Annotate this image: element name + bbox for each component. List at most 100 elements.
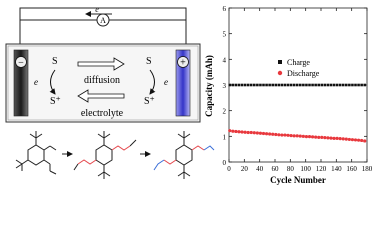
- charge-point: [243, 83, 247, 87]
- discharge-point: [332, 136, 336, 140]
- charge-point: [231, 83, 235, 87]
- charge-point: [348, 83, 351, 87]
- y-tick-label: 0: [223, 159, 227, 167]
- charge-point: [314, 83, 317, 87]
- discharge-point: [255, 131, 259, 135]
- discharge-point: [264, 132, 269, 136]
- discharge-point: [289, 133, 293, 138]
- charge-point: [289, 83, 293, 87]
- discharge-point: [317, 135, 321, 139]
- charge-point: [302, 83, 305, 87]
- discharge-point: [356, 138, 361, 142]
- charge-point: [286, 83, 290, 87]
- charge-point: [249, 83, 253, 87]
- discharge-point: [347, 137, 351, 142]
- charge-point: [265, 83, 268, 87]
- x-tick-label: 100: [300, 165, 311, 173]
- discharge-point: [335, 136, 339, 140]
- charge-point: [320, 83, 324, 87]
- molecule-1: [15, 131, 57, 175]
- external-circuit-wire: [19, 7, 187, 44]
- discharge-legend-marker: [277, 70, 283, 76]
- discharge-point: [277, 133, 281, 137]
- discharge-point: [338, 137, 342, 141]
- discharge-point: [363, 139, 367, 143]
- discharge-point: [360, 138, 364, 143]
- charge-point: [299, 83, 302, 87]
- positive-sign: +: [180, 58, 186, 69]
- discharge-point: [252, 131, 256, 135]
- charge-point: [317, 83, 320, 87]
- cell-schematic: A e − + S S⁺ e S S⁺ e diffusion electrol…: [5, 5, 201, 123]
- discharge-point: [243, 130, 247, 134]
- charge-legend-label: Charge: [287, 58, 310, 67]
- negative-terminal: [15, 56, 27, 68]
- figure-svg: A e − + S S⁺ e S S⁺ e diffusion electrol…: [5, 5, 373, 185]
- x-tick-label: 180: [362, 165, 373, 173]
- charge-point: [311, 83, 314, 87]
- molecule-2: [73, 131, 137, 179]
- discharge-point: [231, 129, 235, 133]
- charge-point: [259, 83, 262, 87]
- y-tick-label: 2: [223, 108, 227, 116]
- diffusion-label: diffusion: [84, 75, 120, 86]
- discharge-point: [271, 132, 275, 136]
- x-tick-label: 0: [227, 165, 231, 173]
- charge-point: [354, 83, 357, 87]
- y-axis-label: Capacity (mAh): [204, 55, 214, 117]
- x-tick-label: 120: [316, 165, 327, 173]
- discharge-point: [320, 135, 324, 139]
- cell-container: [5, 43, 201, 123]
- discharge-point: [344, 137, 348, 141]
- discharge-point: [240, 130, 244, 134]
- discharge-point: [298, 134, 302, 138]
- y-tick-label: 5: [223, 31, 227, 39]
- charge-point: [274, 83, 278, 87]
- discharge-point: [283, 133, 287, 137]
- electron-label-left: e: [34, 77, 38, 87]
- charge-point: [363, 83, 366, 87]
- discharge-point: [314, 135, 318, 139]
- charge-point: [292, 83, 296, 87]
- discharge-point: [304, 134, 309, 139]
- discharge-legend-label: Discharge: [287, 69, 320, 78]
- discharge-point: [234, 129, 238, 134]
- discharge-point: [237, 130, 241, 134]
- charge-point: [351, 83, 354, 87]
- return-arrow: [77, 89, 125, 103]
- charge-point: [329, 83, 333, 87]
- charge-point: [345, 83, 348, 87]
- charge-legend-marker: [278, 60, 282, 64]
- charge-point: [246, 83, 250, 87]
- discharge-point: [301, 134, 305, 138]
- x-axis-label: Cycle Number: [270, 175, 326, 185]
- diffusion-arrow: [77, 57, 125, 71]
- discharge-point: [274, 132, 278, 137]
- charge-point: [271, 83, 274, 87]
- charge-point: [268, 83, 271, 87]
- discharge-point: [261, 131, 266, 136]
- negative-sign: −: [18, 58, 24, 69]
- molecule-structures: [15, 131, 215, 179]
- discharge-point: [307, 134, 312, 139]
- charge-point: [335, 83, 339, 87]
- right-redox-arrow: [149, 69, 156, 95]
- discharge-point: [353, 138, 358, 142]
- discharge-point: [350, 138, 355, 142]
- discharge-point: [280, 133, 284, 137]
- charge-point: [295, 83, 299, 87]
- discharge-point: [258, 131, 263, 135]
- charge-point: [277, 83, 281, 87]
- figure-root: A e − + S S⁺ e S S⁺ e diffusion electrol…: [5, 5, 373, 185]
- electrolyte-label: electrolyte: [81, 108, 124, 119]
- discharge-point: [228, 129, 232, 133]
- left-species-S: S: [52, 56, 58, 67]
- electron-label-right: e: [164, 77, 168, 87]
- charge-point: [308, 83, 311, 87]
- x-tick-label: 20: [241, 165, 249, 173]
- discharge-point: [326, 136, 330, 140]
- ammeter-symbol: A: [100, 16, 106, 25]
